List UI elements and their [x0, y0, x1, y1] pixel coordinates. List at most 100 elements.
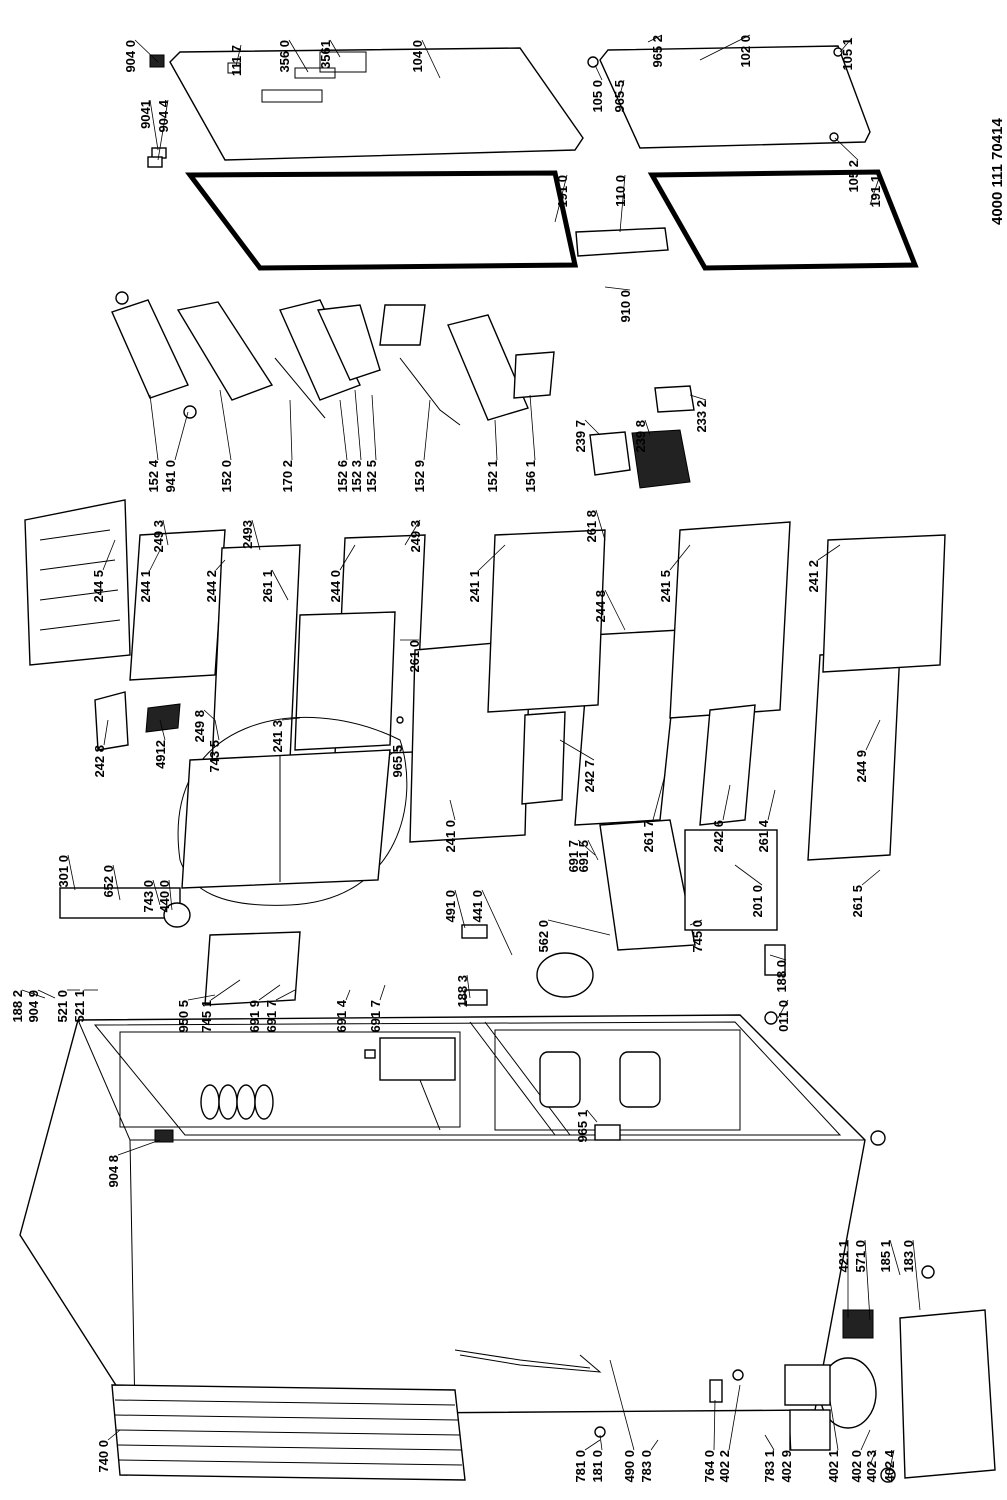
leader-line [554, 174, 568, 223]
part-label: 102 0 [738, 35, 753, 68]
leader-line [251, 519, 261, 551]
leader-line [889, 1239, 901, 1276]
part-label: 152 0 [219, 460, 234, 493]
leader-line [604, 589, 626, 631]
part-label: 244 1 [138, 570, 153, 603]
leader-line [149, 549, 161, 571]
part-label: 105 0 [590, 80, 605, 113]
part-label: 244 0 [328, 570, 343, 603]
part-label: 440 0 [157, 880, 172, 913]
part-label: 904 8 [106, 1155, 121, 1188]
part-label: 691 7 [566, 840, 581, 873]
part-label: 239 7 [573, 420, 588, 453]
leader-line [271, 569, 289, 601]
part-label: 152 3 [349, 460, 364, 493]
leader-line [214, 719, 220, 741]
part-label: 242 7 [582, 760, 597, 793]
leader-line [869, 174, 881, 206]
part-label: 691 9 [247, 1000, 262, 1033]
leader-line [577, 839, 596, 856]
main-door [169, 47, 584, 161]
part-label: 181 0 [590, 1450, 605, 1483]
leader-line [599, 1434, 603, 1451]
part-label: 2493 [240, 520, 255, 549]
leader-line [912, 1239, 921, 1311]
part-label: 301 0 [56, 855, 71, 888]
part-label: 152 4 [146, 459, 161, 492]
part-label: 490 0 [622, 1450, 637, 1483]
part-label: 764 0 [702, 1450, 717, 1483]
leader-line [339, 399, 348, 461]
leader-line [652, 774, 666, 821]
leader-line [604, 286, 631, 291]
leader-line [275, 989, 296, 1001]
leader-line [587, 839, 599, 861]
leader-line [595, 509, 606, 541]
leader-line [371, 394, 377, 461]
part-label: 965 5 [612, 80, 627, 113]
part-label: 183 0 [901, 1240, 916, 1273]
part-label: 105 2 [846, 160, 861, 193]
leader-line [379, 984, 386, 1001]
part-label: 402 4 [882, 1449, 897, 1482]
leader-line [157, 99, 169, 161]
part-label: 261 4 [756, 819, 771, 852]
condenser [111, 1384, 466, 1481]
part-label: 491 0 [443, 890, 458, 923]
part-label: 244 5 [91, 570, 106, 603]
leader-line [834, 137, 859, 161]
leader-line [689, 919, 703, 926]
leader-line [713, 1399, 716, 1451]
part-label: 691 7 [264, 1000, 279, 1033]
leader-line [864, 1239, 871, 1321]
part-label: 244 9 [854, 750, 869, 783]
freezer-door [599, 45, 871, 149]
part-label: 781 0 [573, 1450, 588, 1483]
part-label: 188 2 [10, 990, 25, 1023]
part-label: 402 3 [864, 1450, 879, 1483]
part-label: 152 1 [485, 460, 500, 493]
part-label: 421 1 [836, 1240, 851, 1273]
leader-line [789, 1429, 792, 1451]
part-label: 941 0 [163, 460, 178, 493]
leader-line [152, 879, 161, 906]
part-label: 402 0 [849, 1450, 864, 1483]
shelves [24, 499, 901, 861]
part-label: 201 0 [750, 885, 765, 918]
door-balconies [111, 291, 555, 426]
part-label: 9041 [138, 100, 153, 129]
leader-line [650, 1439, 659, 1451]
box-parts [589, 385, 695, 489]
cabinet-body [19, 1014, 866, 1416]
part-label: 185 1 [878, 1240, 893, 1273]
leader-line [339, 544, 356, 571]
part-label: 3561 [318, 40, 333, 69]
part-label: 242 6 [711, 820, 726, 853]
leader-line [117, 1139, 161, 1156]
part-label: 691 5 [576, 840, 591, 873]
leader-line [389, 744, 403, 756]
leader-line [669, 544, 691, 571]
part-label: 152 9 [412, 460, 427, 493]
part-label: 152 5 [364, 460, 379, 493]
part-label: 965 5 [390, 745, 405, 778]
leader-line [887, 1449, 895, 1479]
leader-line [817, 544, 841, 561]
leader-line [559, 739, 595, 761]
document-number: 4000 111 70414 [989, 118, 1006, 225]
leader-line [478, 544, 506, 571]
leader-line [258, 984, 281, 1001]
leader-line [449, 799, 456, 821]
part-label: 562 0 [536, 920, 551, 953]
part-label: 652 0 [101, 865, 116, 898]
leader-line [584, 1439, 601, 1451]
leader-line [777, 999, 789, 1019]
leader-line [37, 989, 56, 999]
evaporator-group [59, 819, 778, 1006]
leader-line [235, 44, 242, 67]
leader-line [149, 394, 159, 461]
leader-lines [21, 34, 921, 1479]
leader-line [829, 1399, 839, 1451]
part-label: 910 0 [618, 290, 633, 323]
